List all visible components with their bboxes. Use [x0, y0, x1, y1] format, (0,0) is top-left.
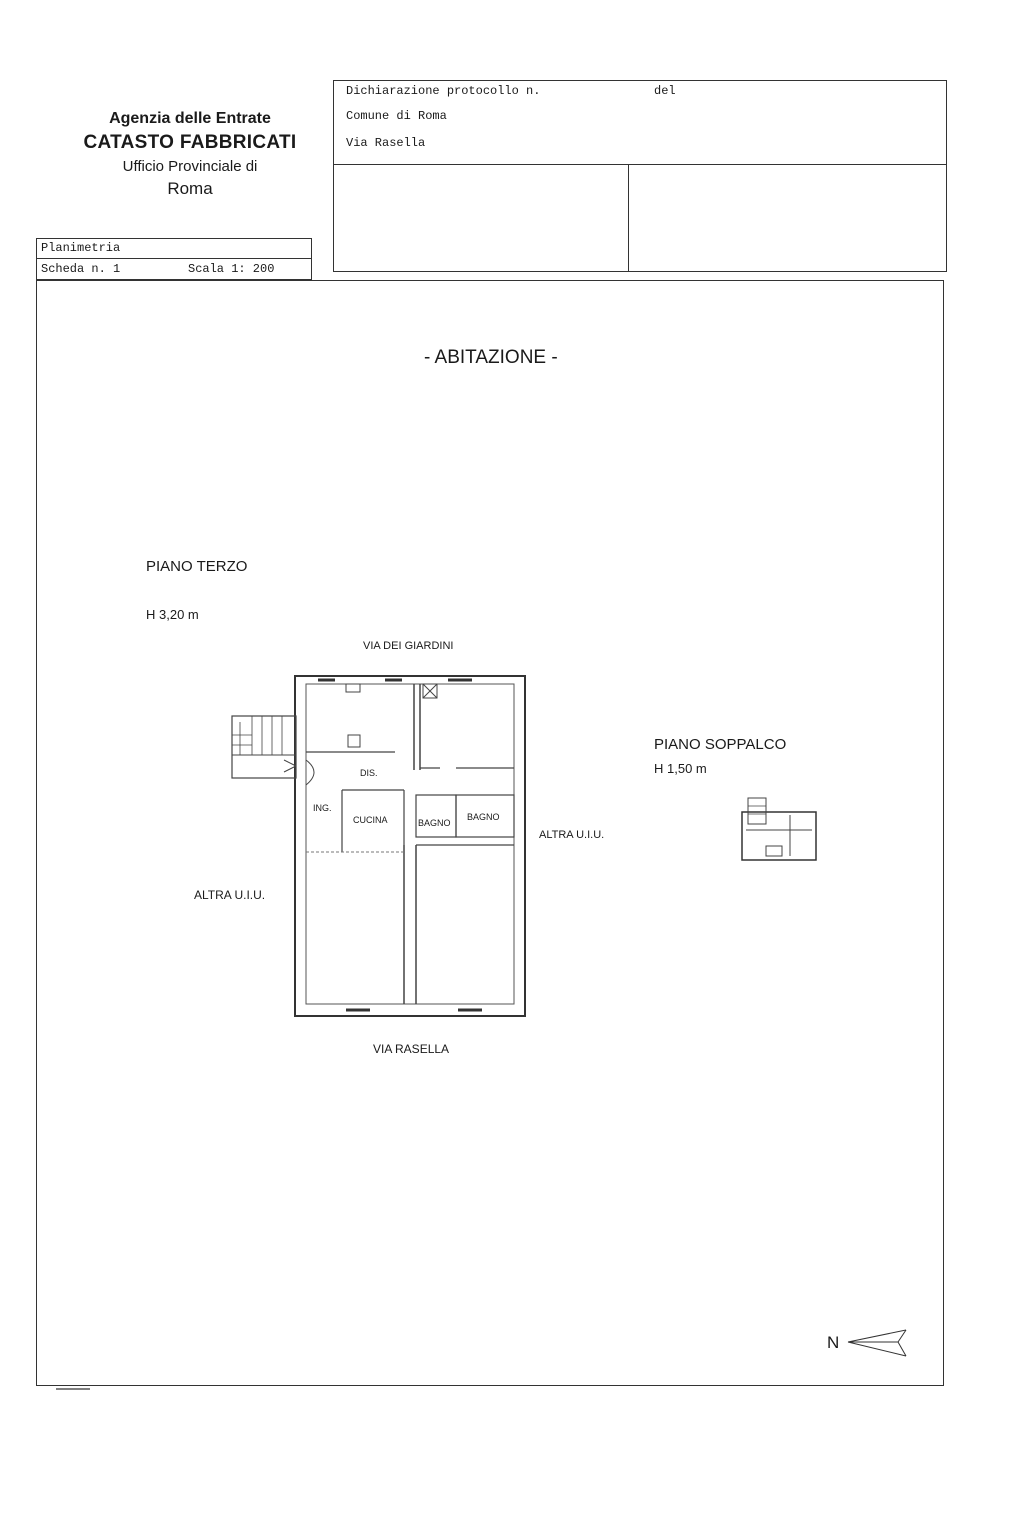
bathroom-1 [415, 794, 457, 838]
neighbor-right: ALTRA U.I.U. [539, 829, 605, 841]
north-arrow-icon [847, 1341, 907, 1357]
fixture [422, 683, 438, 699]
north-arrow-icon [847, 1329, 907, 1343]
mezzanine-floor-label: PIANO SOPPALCO [654, 736, 787, 753]
fixture [345, 683, 361, 693]
mezzanine-stair [747, 797, 767, 825]
drawing-title: - ABITAZIONE - [424, 347, 558, 368]
mezzanine-floor-height: H 1,50 m [654, 761, 707, 776]
mezzanine-outline [741, 811, 817, 861]
staircase [283, 765, 297, 773]
neighbor-left: ALTRA U.I.U. [194, 888, 266, 902]
main-floor-label: PIANO TERZO [146, 558, 248, 575]
entrance-door [305, 759, 315, 786]
comune-value: Comune di Roma [346, 109, 447, 123]
fixture [347, 734, 361, 748]
address-value: Via Rasella [346, 136, 426, 150]
fixture [422, 683, 438, 699]
date-label: del [654, 84, 676, 98]
north-label: N [827, 1333, 840, 1352]
sheet-info-divider [36, 258, 311, 259]
agency-office: Ufficio Provinciale di [122, 158, 258, 175]
agency-city: Roma [167, 179, 213, 198]
sheet-scale: Scala 1: 200 [188, 262, 275, 276]
sheet-type: Planimetria [41, 241, 121, 255]
street-bottom: VIA RASELLA [373, 1042, 450, 1056]
declaration-divider [333, 164, 946, 165]
agency-department: CATASTO FABBRICATI [83, 132, 297, 153]
main-floor-height: H 3,20 m [146, 607, 199, 622]
room-ing: ING. [313, 803, 332, 813]
outer-wall [294, 675, 526, 1017]
declaration-box [333, 80, 947, 272]
mezzanine-fixture [765, 845, 783, 857]
room-dis: DIS. [360, 768, 378, 778]
north-arrow-icon [897, 1341, 907, 1357]
room-bagno-1: BAGNO [418, 818, 451, 828]
declaration-column-divider [628, 164, 629, 271]
street-top: VIA DEI GIARDINI [363, 640, 454, 652]
sheet-info-box [36, 238, 312, 280]
north-arrow-icon [897, 1329, 907, 1343]
bathroom-2 [455, 794, 515, 838]
room-cucina: CUCINA [353, 815, 388, 825]
protocol-label: Dichiarazione protocollo n. [346, 84, 541, 98]
staircase [283, 759, 297, 767]
sheet-number: Scheda n. 1 [41, 262, 121, 276]
staircase [231, 715, 297, 779]
room-bagno-2: BAGNO [467, 812, 500, 822]
agency-name: Agenzia delle Entrate [109, 110, 271, 127]
agency-header: Agenzia delle Entrate CATASTO FABBRICATI… [60, 110, 320, 199]
drawing-frame [36, 280, 944, 1386]
inner-wall [305, 683, 515, 1005]
